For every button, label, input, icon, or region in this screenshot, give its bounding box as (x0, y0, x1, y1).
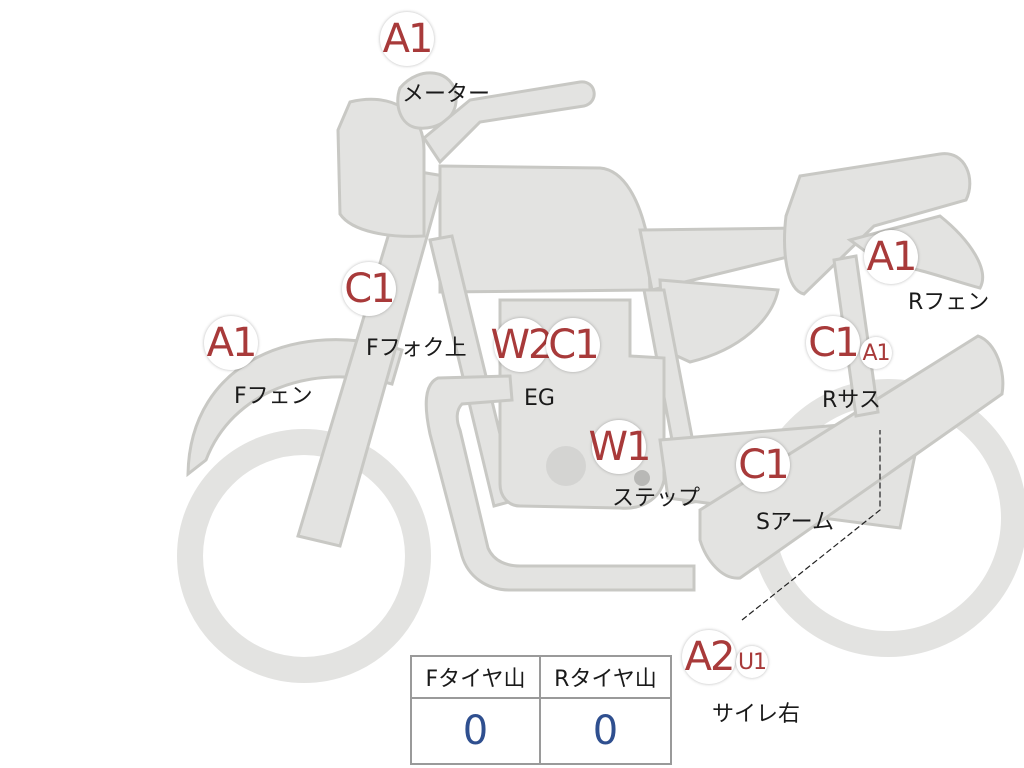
rear-fender-label: Rフェン (908, 290, 990, 315)
side-cover-shape (658, 278, 780, 364)
front-tire-tread-value[interactable]: 0 (412, 699, 541, 763)
rear-shock-grade-badge-1[interactable]: C1 (806, 316, 860, 370)
meter-label: メーター (402, 82, 491, 107)
fork-upper-grade-badge[interactable]: C1 (342, 262, 396, 316)
headlight-shape (336, 97, 426, 238)
silencer-right-label: サイレ右 (712, 702, 801, 727)
step-label: ステップ (612, 486, 701, 511)
meter-grade-badge[interactable]: A1 (380, 12, 434, 66)
engine-grade-badge-1[interactable]: W2 (491, 318, 554, 372)
silencer-right-grade-badge-2[interactable]: U1 (736, 646, 768, 678)
front-fender-label: Fフェン (234, 384, 313, 409)
muffler-shape (698, 334, 1005, 580)
front-tire-tread-header: Fタイヤ山 (412, 657, 541, 699)
rear-tire-tread-header: Rタイヤ山 (541, 657, 670, 699)
fork-upper-label: Fフォク上 (366, 336, 467, 361)
silencer-right-grade-badge-1[interactable]: A2 (682, 630, 736, 684)
silencer-leader-line (741, 430, 881, 621)
fuel-tank-shape (438, 164, 652, 294)
engine-label: EG (524, 386, 555, 411)
rear-shock-label: Rサス (822, 388, 881, 413)
tire-tread-table: Fタイヤ山 Rタイヤ山 0 0 (410, 655, 672, 765)
engine-grade-badge-2[interactable]: C1 (546, 318, 600, 372)
swingarm-grade-badge[interactable]: C1 (736, 438, 790, 492)
handlebar-shape (422, 80, 596, 165)
rear-shock-grade-badge-2[interactable]: A1 (860, 337, 892, 369)
exhaust-pipe-shape (424, 374, 696, 592)
front-wheel (177, 429, 431, 683)
front-fender-grade-badge[interactable]: A1 (204, 316, 258, 370)
swingarm-label: Sアーム (756, 510, 834, 535)
front-fork-shape (296, 168, 446, 548)
step-grade-badge[interactable]: W1 (589, 420, 652, 474)
rear-tire-tread-value[interactable]: 0 (592, 708, 619, 754)
rear-fender-grade-badge[interactable]: A1 (864, 230, 918, 284)
